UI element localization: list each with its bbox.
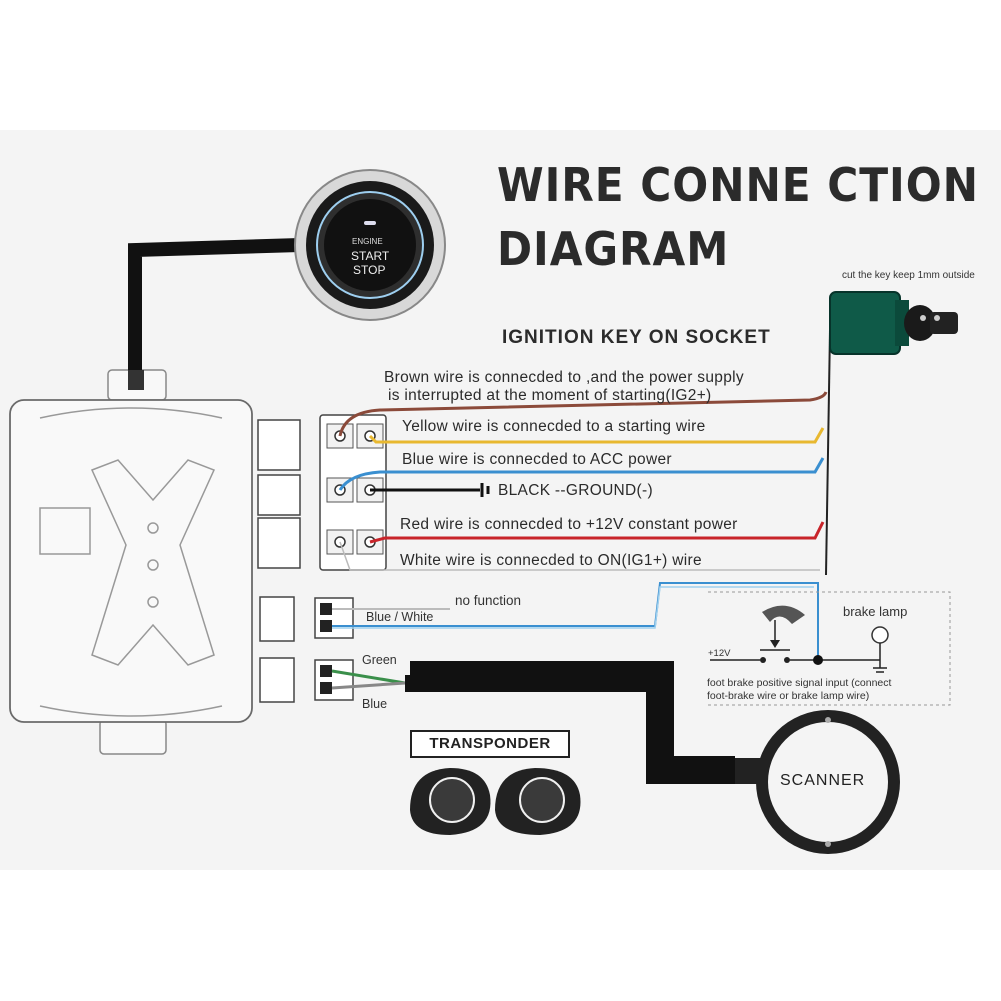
wire-black-ground xyxy=(370,483,490,497)
ignition-key-socket xyxy=(829,291,958,355)
white-wire-label: White wire is connecded to ON(IG1+) wire xyxy=(400,552,702,569)
green-label: Green xyxy=(362,653,397,667)
brake-note-line2: foot-brake wire or brake lamp wire) xyxy=(707,690,870,702)
key-socket-lead xyxy=(825,329,831,576)
six-pin-connector xyxy=(319,414,387,571)
blue-white-label: Blue / White xyxy=(366,610,434,624)
scanner-label: SCANNER xyxy=(780,772,866,789)
brown-wire-label-line2: is interrupted at the moment of starting… xyxy=(388,387,712,404)
key-note: cut the key keep 1mm outside xyxy=(842,270,975,281)
wire-yellow xyxy=(368,427,825,444)
button-stop-label: STOP xyxy=(353,263,386,277)
diagram-title-line1: WIRE CONNE CTION xyxy=(497,158,979,212)
blue-wire-label: Blue wire is connecded to ACC power xyxy=(402,451,672,468)
control-module xyxy=(9,369,301,755)
transponder-fob-right xyxy=(495,768,581,835)
aux-connector-blue-white xyxy=(314,582,819,658)
red-wire-label: Red wire is connecded to +12V constant p… xyxy=(400,516,738,533)
wire-brown xyxy=(338,391,828,437)
no-function-label: no function xyxy=(455,593,522,608)
blue-label: Blue xyxy=(362,697,388,711)
brake-circuit xyxy=(708,591,951,706)
brown-wire-label-line1: Brown wire is connecded to ,and the powe… xyxy=(384,369,744,386)
brake-lamp-label: brake lamp xyxy=(843,604,908,619)
brake-voltage-label: +12V xyxy=(708,648,731,659)
diagram-title-line2: DIAGRAM xyxy=(497,222,730,276)
brake-note-line1: foot brake positive signal input (connec… xyxy=(707,677,892,689)
start-stop-cable xyxy=(128,238,301,390)
yellow-wire-label: Yellow wire is connecded to a starting w… xyxy=(402,418,706,435)
start-stop-button xyxy=(294,169,446,321)
transponder-fob-left xyxy=(410,768,491,835)
wire-blue xyxy=(338,457,825,491)
transponder-label: TRANSPONDER xyxy=(410,730,570,758)
black-ground-label: BLACK --GROUND(-) xyxy=(498,482,653,499)
ignition-key-heading: IGNITION KEY ON SOCKET xyxy=(502,327,771,348)
wire-red xyxy=(369,521,825,544)
wire-white xyxy=(339,541,820,571)
scanner-ring xyxy=(756,710,900,854)
button-start-label: START xyxy=(351,249,390,263)
button-engine-label: ENGINE xyxy=(352,237,383,246)
aux-connector-green-blue xyxy=(314,659,767,784)
